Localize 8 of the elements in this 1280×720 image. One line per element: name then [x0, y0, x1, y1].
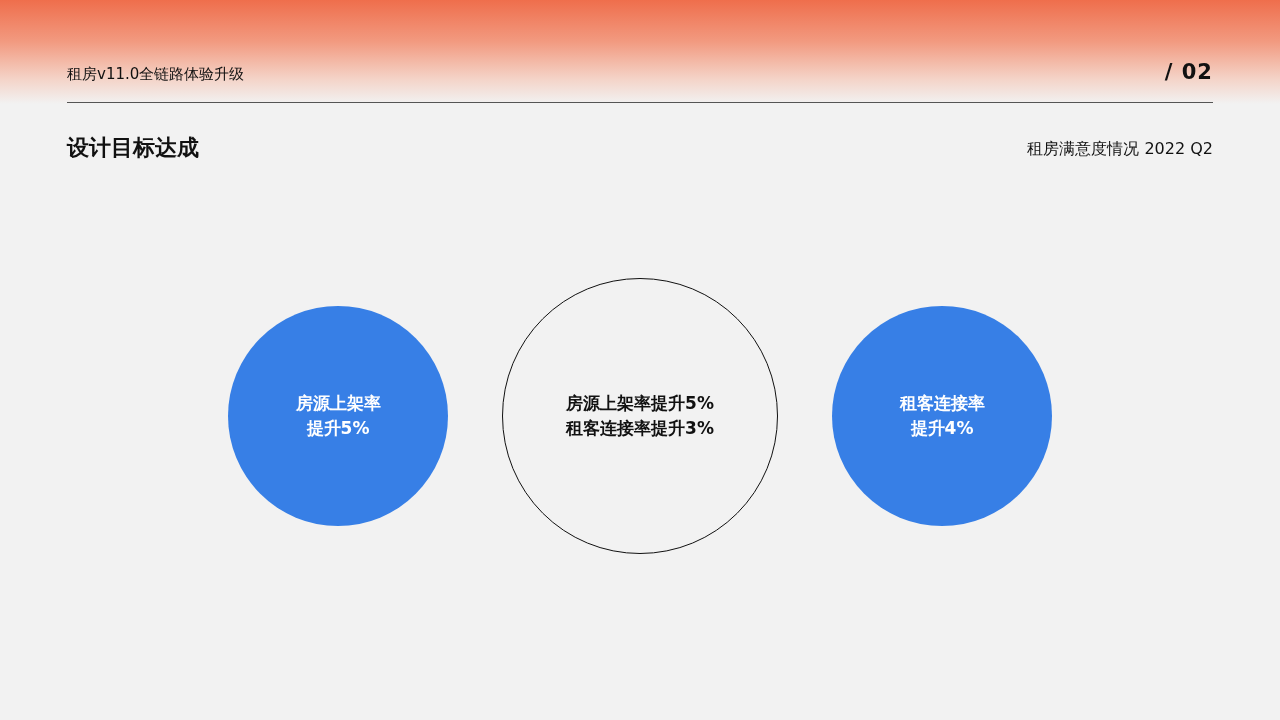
- page-number: / 02: [1164, 60, 1213, 84]
- node-text: 房源上架率提升5%: [294, 392, 382, 440]
- node-text: 租客连接率提升3%: [566, 417, 714, 440]
- slide-title: 设计目标达成: [67, 134, 199, 162]
- node-text: 房源上架率提升5%: [566, 392, 714, 415]
- subtitle-text: 租房满意度情况 2022 Q2: [1027, 139, 1213, 160]
- header-text: 租房v11.0全链路体验升级: [67, 65, 245, 84]
- node-text: 租客连接率提升4%: [898, 392, 986, 440]
